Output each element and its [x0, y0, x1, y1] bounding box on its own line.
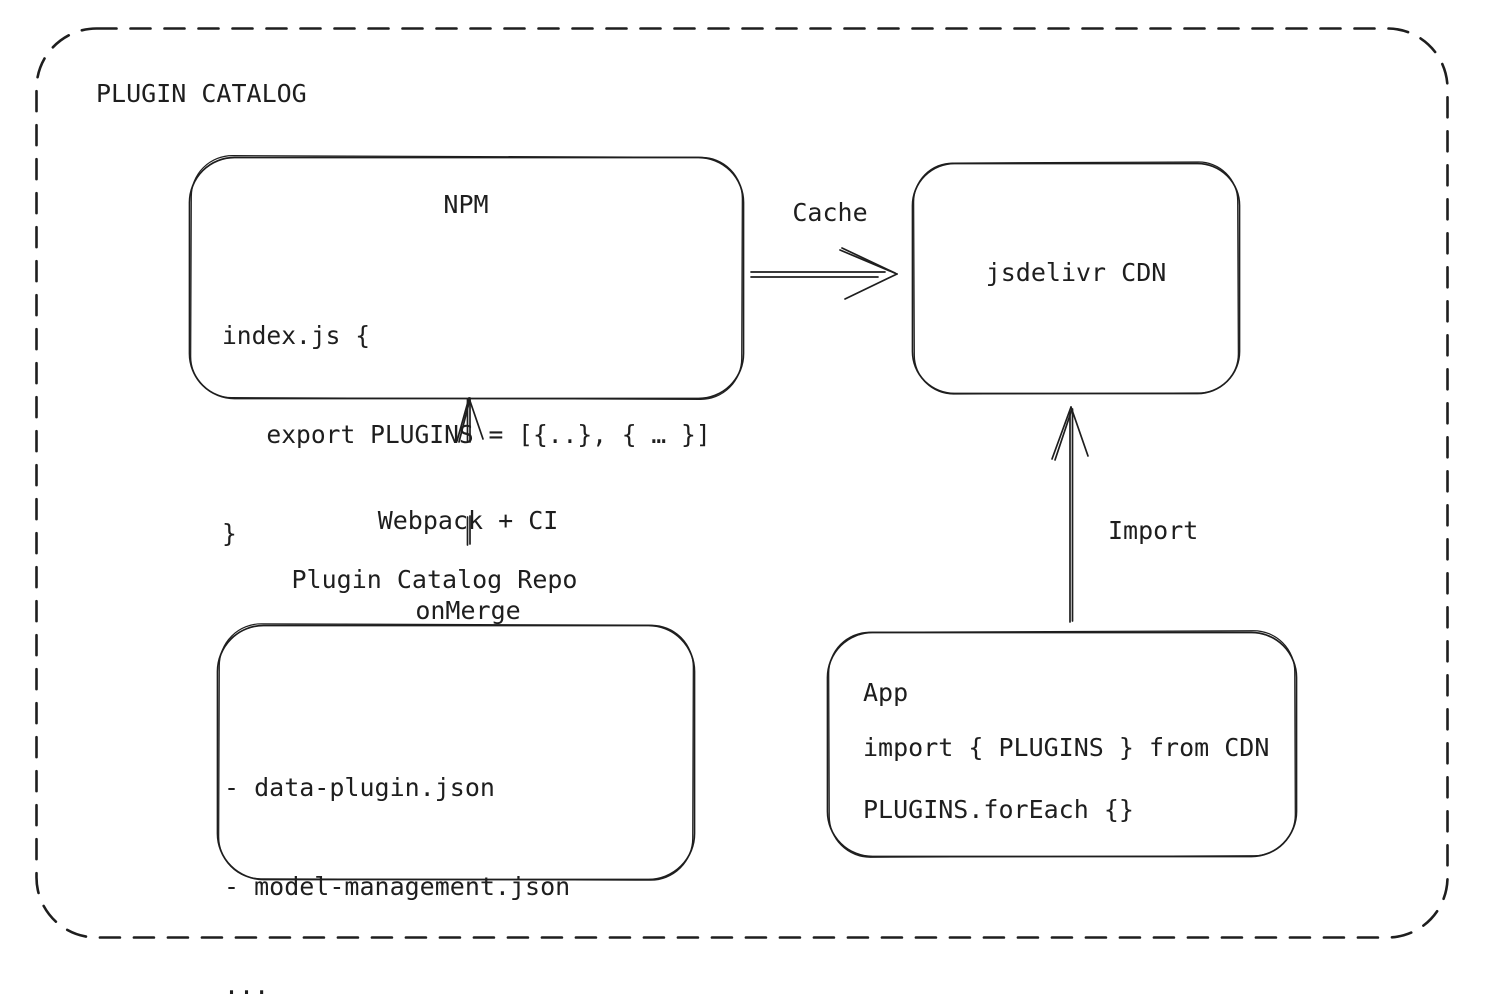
- repo-file-list: - data-plugin.json - model-management.js…: [224, 705, 570, 1002]
- npm-code-block: index.js { export PLUGINS = [{..}, { … }…: [222, 253, 711, 616]
- build-arrow-label: Webpack + CI onMerge: [368, 446, 568, 686]
- plugin-catalog-boundary-shape: [35, 27, 1449, 939]
- repo-box-title: Plugin Catalog Repo: [291, 565, 578, 594]
- npm-box-title: NPM: [443, 190, 489, 219]
- app-code-line: import { PLUGINS } from CDN: [863, 733, 1270, 762]
- import-arrow-label: Import: [1108, 516, 1199, 545]
- app-box-title: App: [863, 678, 909, 707]
- cdn-box-shape: [911, 161, 1241, 395]
- cache-arrow-label: Cache: [792, 198, 868, 227]
- import-arrow: [1051, 406, 1089, 623]
- build-arrow: [456, 397, 484, 546]
- repo-file-item: - model-management.json: [224, 872, 571, 901]
- npm-code-line: index.js {: [222, 321, 371, 350]
- cdn-box-label: jsdelivr CDN: [985, 258, 1167, 287]
- repo-file-item: - data-plugin.json: [224, 773, 495, 802]
- repo-box-shape: [216, 623, 696, 881]
- npm-code-line: export PLUGINS = [{..}, { … }]: [222, 420, 711, 449]
- npm-box-shape: [188, 155, 745, 401]
- build-arrow-label-line: onMerge: [415, 596, 521, 625]
- build-arrow-label-line: Webpack + CI: [377, 506, 559, 535]
- npm-code-line: }: [222, 519, 237, 548]
- app-code-line: PLUGINS.forEach {}: [863, 795, 1134, 824]
- repo-file-item: ...: [224, 971, 270, 1000]
- cache-arrow: [750, 247, 898, 300]
- diagram-title: PLUGIN CATALOG: [96, 79, 307, 108]
- app-box-shape: [826, 630, 1298, 858]
